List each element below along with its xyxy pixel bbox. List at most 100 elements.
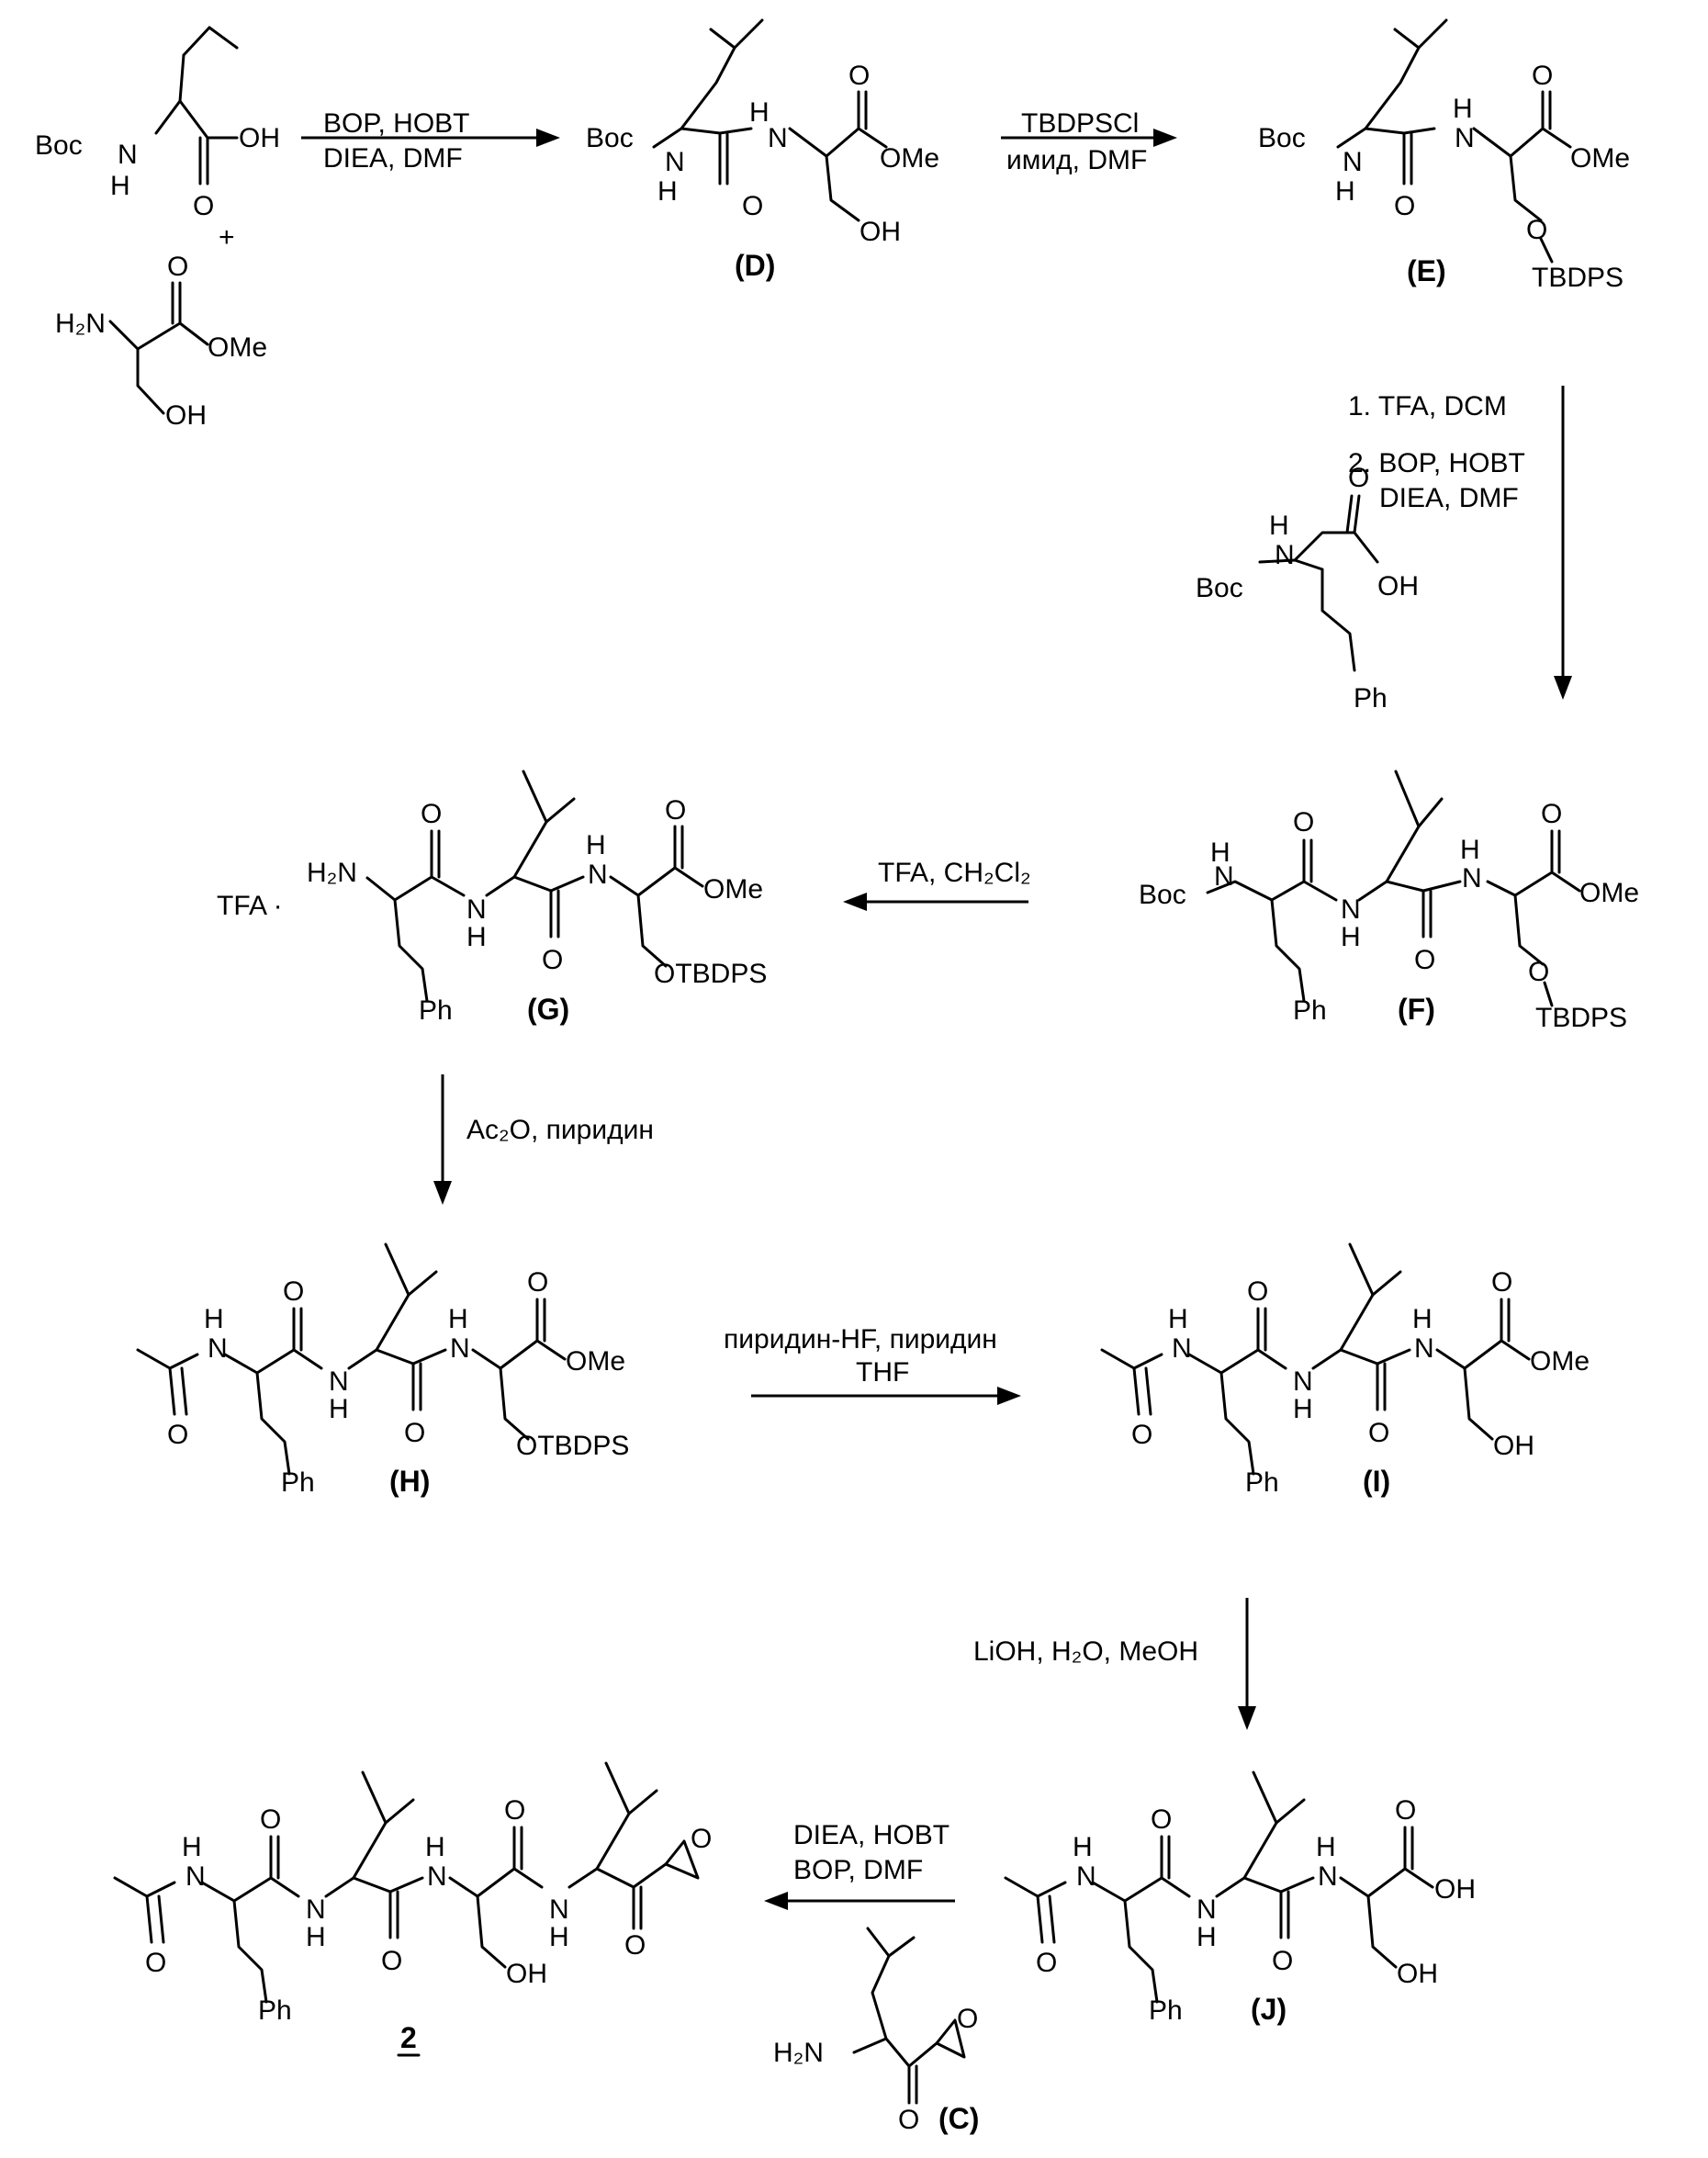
- h-text: H: [586, 830, 606, 860]
- n-text: N: [1318, 1861, 1338, 1892]
- o-text: O: [1368, 1418, 1389, 1448]
- reaction-arrow-8: DIEA, HOBT BOP, DMF: [764, 1820, 955, 1910]
- n-text: N: [768, 123, 788, 153]
- compound-label-i: (I): [1363, 1465, 1390, 1498]
- reaction-arrow-3: 1. TFA, DCM 2. BOP, HOBT DIEA, DMF: [1348, 386, 1572, 700]
- compound-label-c: (C): [938, 2102, 979, 2135]
- oh-text: OH: [1377, 571, 1419, 601]
- n-text: N: [1343, 147, 1363, 177]
- h-text: H: [182, 1832, 202, 1862]
- h-text: H: [1335, 176, 1355, 207]
- h2n-c-text: H₂N: [773, 2038, 824, 2068]
- h-text: H: [1453, 94, 1473, 124]
- n-text: N: [329, 1366, 349, 1397]
- o-text: O: [283, 1276, 304, 1307]
- ome-text: OMe: [703, 874, 763, 905]
- n-text: N: [208, 1333, 228, 1364]
- boc-text: Boc: [586, 123, 634, 153]
- reagent-line-1: BOP, HOBT: [323, 108, 470, 139]
- o-text: O: [1528, 957, 1549, 987]
- reagent-line-1: DIEA, HOBT: [793, 1820, 950, 1850]
- compound-g: TFA · H₂N O N H O H N O OMe OTBDPS Ph (G…: [217, 771, 767, 1026]
- reagent-line-1: TBDPSCl: [1021, 108, 1139, 139]
- ph-text: Ph: [1245, 1467, 1279, 1498]
- reagent-line-2: имид, DMF: [1006, 145, 1147, 175]
- n-text: N: [1197, 1894, 1217, 1925]
- compound-e: Boc N H H N O O OMe O TBDPS (E): [1258, 20, 1630, 293]
- o-text: O: [421, 799, 442, 829]
- boc-text: Boc: [1139, 880, 1186, 910]
- h2n-text: H₂N: [55, 309, 106, 339]
- boc-text: Boc: [1258, 123, 1306, 153]
- o-text: O: [665, 795, 686, 826]
- h-text: H: [657, 176, 678, 207]
- ph-text: Ph: [1354, 683, 1388, 714]
- reagent-line-1: LiOH, H₂O, MeOH: [973, 1636, 1198, 1667]
- compound-f: Boc H N O N H O H N O OMe O TBDPS Ph (F): [1139, 771, 1639, 1033]
- reaction-arrow-1: BOP, HOBT DIEA, DMF: [301, 108, 560, 174]
- compound-h: H N O O N H O H N O OMe OTBDPS Ph (H): [138, 1244, 629, 1498]
- n-text: N: [1293, 1366, 1313, 1397]
- h-text: H: [1293, 1394, 1313, 1424]
- otbdps-text: OTBDPS: [654, 959, 767, 989]
- h-text: H: [1197, 1922, 1217, 1952]
- h-text: H: [1341, 922, 1361, 952]
- h2n-text: H₂N: [307, 858, 357, 888]
- n-text: N: [185, 1861, 206, 1892]
- o-text: O: [1532, 61, 1553, 91]
- n-text: N: [1414, 1333, 1434, 1364]
- n-text: N: [427, 1861, 447, 1892]
- oh-text: OH: [1493, 1431, 1534, 1461]
- compound-j: H N O O N H O H N O OH OH Ph (J): [1006, 1772, 1476, 2026]
- reagent-line-1: Ac₂O, пиридин: [466, 1115, 654, 1145]
- o-text: O: [624, 1930, 646, 1961]
- compound-label-j: (J): [1251, 1993, 1287, 2026]
- oh-text: OH: [239, 123, 280, 153]
- o-text: O: [957, 2004, 978, 2034]
- reagent-line-2: 2. BOP, HOBT: [1348, 448, 1525, 478]
- n-text: N: [306, 1894, 326, 1925]
- compound-i: H N O O N H O H N O OMe OH Ph (I): [1102, 1244, 1590, 1498]
- o-text: O: [381, 1946, 402, 1976]
- o-text: O: [1394, 191, 1415, 221]
- compound-label-h: (H): [389, 1465, 430, 1498]
- compound-d: Boc N H H N O O OMe OH (D): [586, 20, 939, 282]
- reagent-line-2: DIEA, DMF: [323, 143, 463, 174]
- o-text: O: [404, 1418, 425, 1448]
- reaction-arrow-6: пиридин-HF, пиридин THF: [724, 1324, 1021, 1405]
- o-text: O: [1414, 945, 1435, 975]
- n-text: N: [1214, 861, 1234, 892]
- h-text: H: [306, 1922, 326, 1952]
- h-text: H: [204, 1304, 224, 1334]
- o-text: O: [167, 1420, 188, 1450]
- o-text: O: [1293, 807, 1314, 837]
- ph-text: Ph: [258, 1995, 292, 2026]
- otbdps-text: OTBDPS: [516, 1431, 629, 1461]
- o-text: O: [542, 945, 563, 975]
- h-text: H: [448, 1304, 468, 1334]
- compound-2: H N O O N H O H N O OH N H O O Ph 2: [115, 1763, 712, 2055]
- o-text: O: [1036, 1948, 1057, 1978]
- n-text: N: [1076, 1861, 1096, 1892]
- o-text: O: [145, 1948, 166, 1978]
- tbdps-text: TBDPS: [1532, 263, 1624, 293]
- o-text: O: [1348, 463, 1369, 493]
- n-text: N: [466, 894, 487, 925]
- boc-text: Boc: [35, 130, 83, 161]
- reaction-arrow-4: TFA, CH₂Cl₂: [843, 858, 1031, 911]
- h-text: H: [1316, 1832, 1336, 1862]
- o-text: O: [527, 1267, 548, 1298]
- n-text: N: [549, 1894, 569, 1925]
- h-text: H: [1460, 835, 1480, 865]
- reaction-arrow-5: Ac₂O, пиридин: [433, 1074, 654, 1205]
- h-text: H: [425, 1832, 445, 1862]
- o-text: O: [167, 252, 188, 282]
- n-text: N: [665, 147, 685, 177]
- compound-label-d: (D): [735, 249, 775, 282]
- reagent-line-1: 1. TFA, DCM: [1348, 391, 1507, 421]
- ph-text: Ph: [419, 995, 453, 1026]
- boc-leucine: Boc N H OH O: [35, 28, 280, 221]
- oh-text: OH: [860, 217, 901, 247]
- reagent-line-2: THF: [856, 1357, 909, 1388]
